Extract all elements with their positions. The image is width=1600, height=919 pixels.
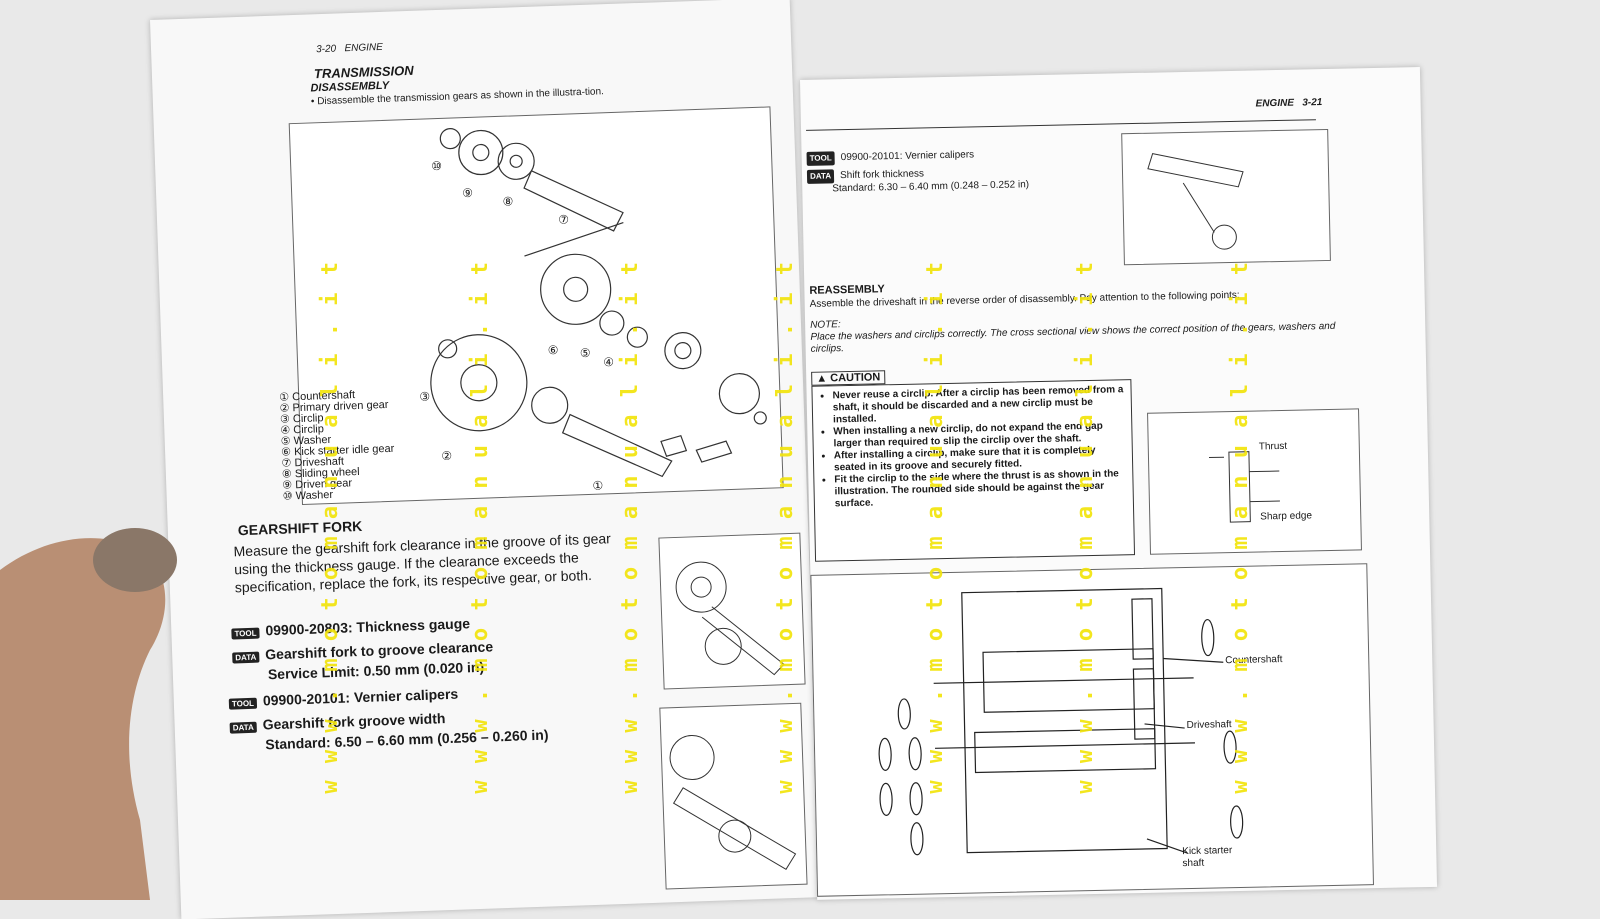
callout-9: ⑨ bbox=[461, 185, 474, 201]
callout-5: ⑤ bbox=[579, 345, 591, 361]
thrust-label: Thrust bbox=[1258, 440, 1288, 453]
data-icon: DATA bbox=[232, 651, 260, 664]
watermark: w w w . m o t o m a n u a l i . i t bbox=[923, 260, 948, 794]
data-icon: DATA bbox=[229, 721, 257, 734]
fork-photo-figure bbox=[658, 532, 806, 690]
clearance-limit: Service Limit: 0.50 mm (0.020 in) bbox=[267, 658, 485, 683]
vernier-illustration bbox=[669, 735, 797, 870]
warning-icon: ▲ bbox=[816, 372, 828, 385]
section-header: ENGINE bbox=[344, 41, 383, 55]
callout-7: ⑦ bbox=[557, 212, 570, 227]
kick-starter-label: Kick starter shaft bbox=[1182, 845, 1233, 870]
vernier-fork-illustration bbox=[1147, 153, 1244, 250]
gearshift-text: Measure the gearshift fork clearance in … bbox=[233, 530, 612, 596]
watermark: w w w . m o t o m a n u a l i . i t bbox=[618, 260, 643, 794]
watermark: w w w . m o t o m a n u a l i . i t bbox=[468, 260, 493, 794]
subsection-title: DISASSEMBLY bbox=[310, 79, 390, 95]
tool-icon: TOOL bbox=[228, 697, 258, 710]
callout-3: ③ bbox=[419, 389, 431, 404]
vernier-fork-figure bbox=[1121, 128, 1331, 266]
reassembly-title: REASSEMBLY bbox=[809, 283, 885, 297]
circlip-thrust-figure: Thrust Sharp edge bbox=[1147, 408, 1362, 555]
caution-label: ▲ CAUTION bbox=[811, 370, 886, 386]
vernier-figure bbox=[659, 702, 808, 890]
watermark: w w w . m o t o m a n u a l i . i t bbox=[1073, 260, 1098, 794]
callout-6: ⑥ bbox=[547, 342, 559, 358]
watermark: w w w . m o t o m a n u a l i . i t bbox=[773, 260, 798, 794]
callout-8: ⑧ bbox=[502, 194, 514, 209]
hand bbox=[0, 528, 177, 900]
left-page: 3-20 ENGINE TRANSMISSION DISASSEMBLY • D… bbox=[150, 0, 822, 919]
driveshaft-label: Driveshaft bbox=[1186, 719, 1232, 732]
exploded-diagram: ⑩ ⑨ ⑧ ⑦ ⑥ ⑤ ④ ③ ② ① ① Countershaft ② Pri… bbox=[279, 106, 784, 505]
watermark: w w w . m o t o m a n u a l i . i t bbox=[318, 260, 343, 794]
note-label: NOTE: bbox=[810, 319, 841, 331]
cross-section-figure: Countershaft Driveshaft Kick starter sha… bbox=[810, 563, 1374, 897]
callout-10: ⑩ bbox=[431, 158, 443, 174]
gear-illustration bbox=[430, 127, 767, 478]
circlip-section-illustration bbox=[1208, 451, 1280, 523]
watermark: w w w . m o t o m a n u a l i . i t bbox=[1228, 260, 1253, 794]
thickness-gauge-illustration bbox=[675, 561, 785, 676]
section-title: TRANSMISSION bbox=[313, 62, 414, 82]
callout-4: ④ bbox=[602, 355, 615, 370]
callout-2: ② bbox=[441, 448, 453, 464]
header-rule bbox=[806, 119, 1316, 131]
data-icon: DATA bbox=[806, 169, 835, 184]
tool-icon: TOOL bbox=[231, 627, 260, 640]
page-number: 3-21 bbox=[1302, 97, 1323, 109]
section-header: ENGINE bbox=[1255, 97, 1295, 110]
transmission-cross-section bbox=[878, 587, 1244, 856]
sharp-edge-label: Sharp edge bbox=[1260, 510, 1313, 523]
tool-icon: TOOL bbox=[806, 151, 835, 166]
page-number: 3-20 bbox=[315, 43, 337, 56]
callout-1: ① bbox=[592, 478, 604, 493]
